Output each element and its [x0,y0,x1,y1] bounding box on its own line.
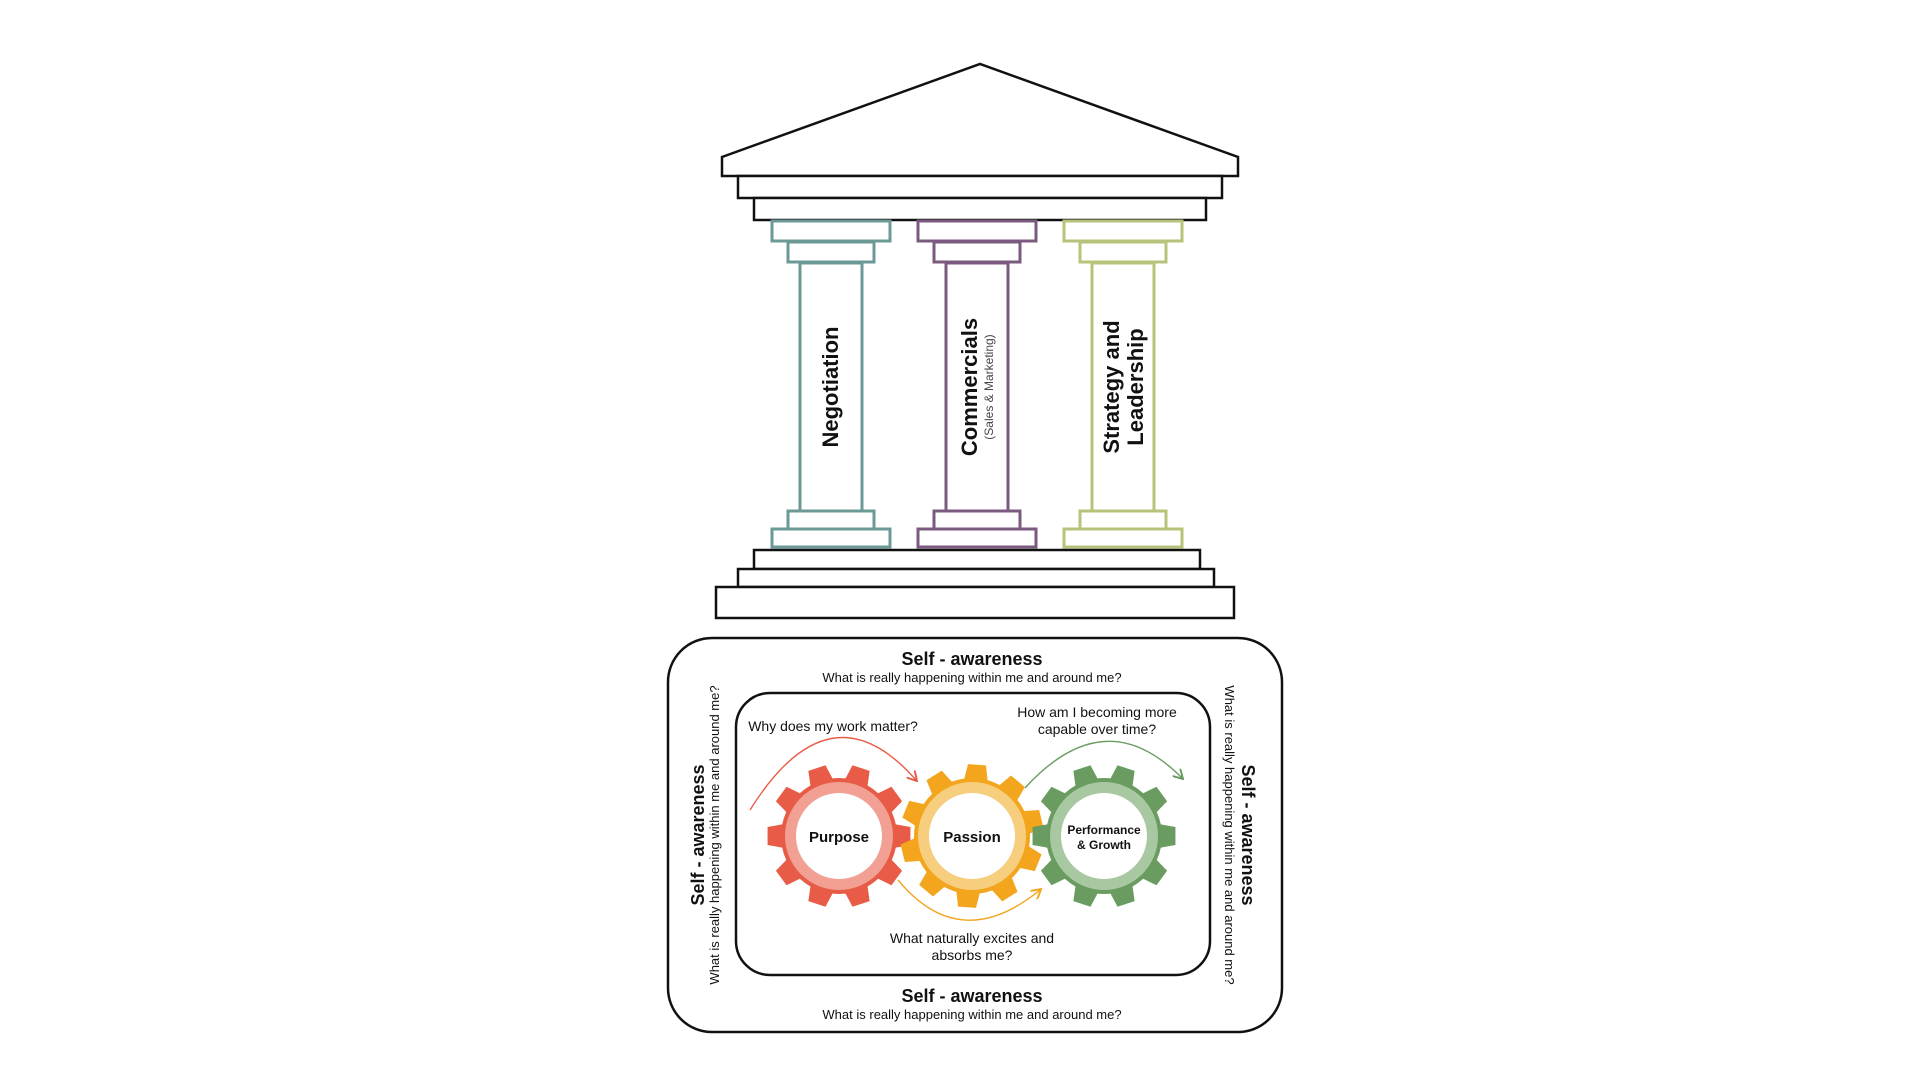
self-awareness-subtitle-right: What is really happening within me and a… [1222,685,1237,984]
pillar-commercials-base-lower [916,527,1038,549]
gear-passion: Passion [900,764,1044,908]
pillar-strategy-base-upper [1078,509,1168,531]
gear-passion-label: Passion [943,829,1001,846]
pillar-negotiation-base-lower [770,527,892,549]
gear-passion-hub [929,793,1015,879]
self-awareness-title-top: Self - awareness [901,649,1042,669]
pillar-strategy-capital-lower [1078,240,1168,264]
step-bottom [714,585,1236,620]
pillar-strategy-label-line2: Leadership [1123,328,1148,445]
self-awareness-subtitle-left: What is really happening within me and a… [707,685,722,984]
self-awareness-title-left: Self - awareness [688,764,708,905]
pillar-commercials-base-upper [932,509,1022,531]
roof-beam-lower [752,196,1208,222]
arrow-passion-to-growth [897,879,1040,921]
gear-purpose: Purpose [767,765,911,907]
temple-roof [720,62,1240,222]
pillar-negotiation-label: Negotiation [818,327,843,448]
self-awareness-subtitle-bottom: What is really happening within me and a… [822,1007,1121,1022]
arrow-growth-forward [1024,740,1182,789]
roof-pediment [720,62,1240,178]
pillar-commercials-sublabel: (Sales & Marketing) [982,334,996,439]
self-awareness-title-right: Self - awareness [1238,764,1258,905]
pillar-strategy [1062,219,1184,549]
pillar-commercials [916,219,1038,549]
pillar-commercials-capital-lower [932,240,1022,264]
pillar-strategy-label-line1: Strategy and [1099,320,1124,453]
self-awareness-subtitle-top: What is really happening within me and a… [822,670,1121,685]
self-awareness-title-bottom: Self - awareness [901,986,1042,1006]
pillar-negotiation-base-upper [786,509,876,531]
gear-purpose-hub [796,793,882,879]
gear-growth-label-line1: Performance [1067,823,1141,837]
roof-beam-upper [736,174,1224,200]
gear-growth: Performance& Growth [1032,765,1176,907]
question-growth-line2: capable over time? [1038,721,1157,737]
question-passion-line2: absorbs me? [932,947,1013,963]
step-middle [736,567,1216,589]
pillar-commercials-capital [916,219,1038,243]
pillar-negotiation-capital [770,219,892,243]
gear-purpose-label: Purpose [809,829,869,846]
pillar-strategy-base-lower [1062,527,1184,549]
temple-steps [714,548,1236,620]
gears-group: Purpose Passion Performance& Growth [767,764,1176,908]
pillar-negotiation [770,219,892,549]
pillar-strategy-capital [1062,219,1184,243]
gear-growth-hub [1061,793,1147,879]
question-passion-line1: What naturally excites and [890,930,1054,946]
arrow-purpose-to-passion [749,736,916,811]
question-growth-line1: How am I becoming more [1017,704,1177,720]
gear-growth-label-line2: & Growth [1077,838,1131,852]
pillar-negotiation-capital-lower [786,240,876,264]
step-top [752,548,1202,571]
pillar-commercials-label: Commercials [957,318,982,456]
pillar-strategy-shaft [1090,261,1156,513]
question-purpose: Why does my work matter? [748,718,918,734]
pillar-commercials-shaft [944,261,1010,513]
